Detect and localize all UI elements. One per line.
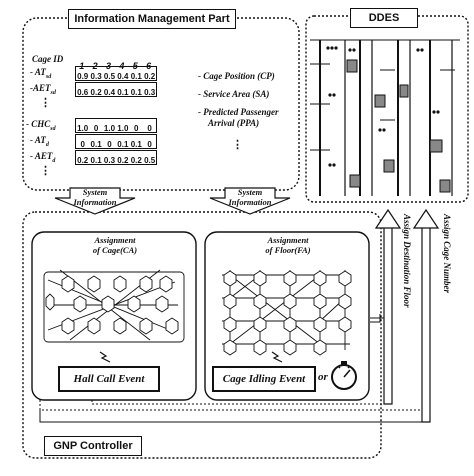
- stopwatch-icon: [331, 361, 357, 390]
- gnp-controller-title: GNP Controller: [44, 436, 142, 456]
- assign-destination-floor-label: Assign Destination Floor: [402, 214, 412, 308]
- ellipsis: ⋮: [232, 138, 243, 151]
- row-label: - ATsd: [30, 67, 52, 80]
- side-item-cp: - Cage Position (CP): [198, 71, 275, 81]
- assign-cage-number-label: Assign Cage Number: [442, 214, 452, 294]
- cage-id-label: Cage ID: [32, 54, 64, 64]
- or-label: or: [318, 371, 328, 383]
- cage-idling-event: Cage Idling Event: [212, 366, 316, 392]
- ddes-title: DDES: [350, 8, 418, 28]
- ellipsis: ⋮: [40, 96, 51, 109]
- info-panel-title: Information Management Part: [68, 9, 236, 29]
- row-label: -AETsd: [30, 83, 56, 96]
- side-item-sa: - Service Area (SA): [198, 89, 270, 99]
- row-label: - AETd: [30, 151, 56, 164]
- ellipsis: ⋮: [40, 164, 51, 177]
- row-label: - ATd: [30, 135, 49, 148]
- hall-call-event: Hall Call Event: [58, 366, 160, 392]
- row-label: - CHCsd: [26, 119, 56, 132]
- side-item-ppa: - Predicted Passenger: [198, 107, 279, 117]
- side-item-ppa-cont: Arrival (PPA): [208, 118, 260, 128]
